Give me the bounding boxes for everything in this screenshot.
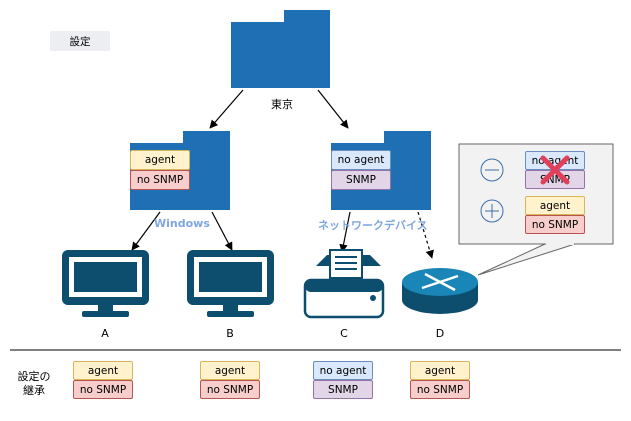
folder-icon[interactable]: [231, 10, 330, 88]
monitor-icon[interactable]: [187, 250, 274, 317]
plus-icon: [480, 199, 504, 223]
settings-badge: 設定: [50, 31, 110, 51]
root-folder-label: 東京: [271, 98, 293, 111]
windows-group-label: Windows: [154, 217, 210, 230]
inherited-agent-b: agent: [200, 361, 260, 380]
printer-icon[interactable]: [303, 249, 385, 319]
device-label-b: B: [226, 327, 234, 340]
inherited-snmp-b: no SNMP: [200, 380, 260, 399]
windows-snmp-tag: no SNMP: [130, 170, 190, 190]
delete-x-icon: [540, 155, 570, 185]
monitor-icon[interactable]: [62, 250, 149, 317]
device-label-a: A: [101, 327, 109, 340]
inherited-snmp-d: no SNMP: [410, 380, 470, 399]
connector-arrows: [131, 89, 434, 259]
network-agent-tag: no agent: [331, 150, 391, 170]
device-label-c: C: [340, 327, 348, 340]
device-label-d: D: [435, 327, 445, 340]
inherited-snmp-c: SNMP: [313, 380, 373, 399]
windows-agent-tag: agent: [130, 150, 190, 170]
inherited-agent-a: agent: [73, 361, 133, 380]
callout-pointer: [477, 243, 576, 276]
network-snmp-tag: SNMP: [331, 170, 391, 190]
inherited-agent-d: agent: [410, 361, 470, 380]
minus-icon: [480, 158, 504, 182]
inheritance-label: 設定の 継承: [17, 370, 51, 397]
inherited-snmp-a: no SNMP: [73, 380, 133, 399]
callout-added-agent-tag: agent: [525, 196, 585, 215]
callout-added-snmp-tag: no SNMP: [525, 215, 585, 234]
inherited-agent-c: no agent: [313, 361, 373, 380]
settings-badge-label: 設定: [69, 35, 91, 48]
network-group-label: ネットワークデバイス: [318, 219, 428, 232]
router-icon[interactable]: [402, 268, 478, 314]
